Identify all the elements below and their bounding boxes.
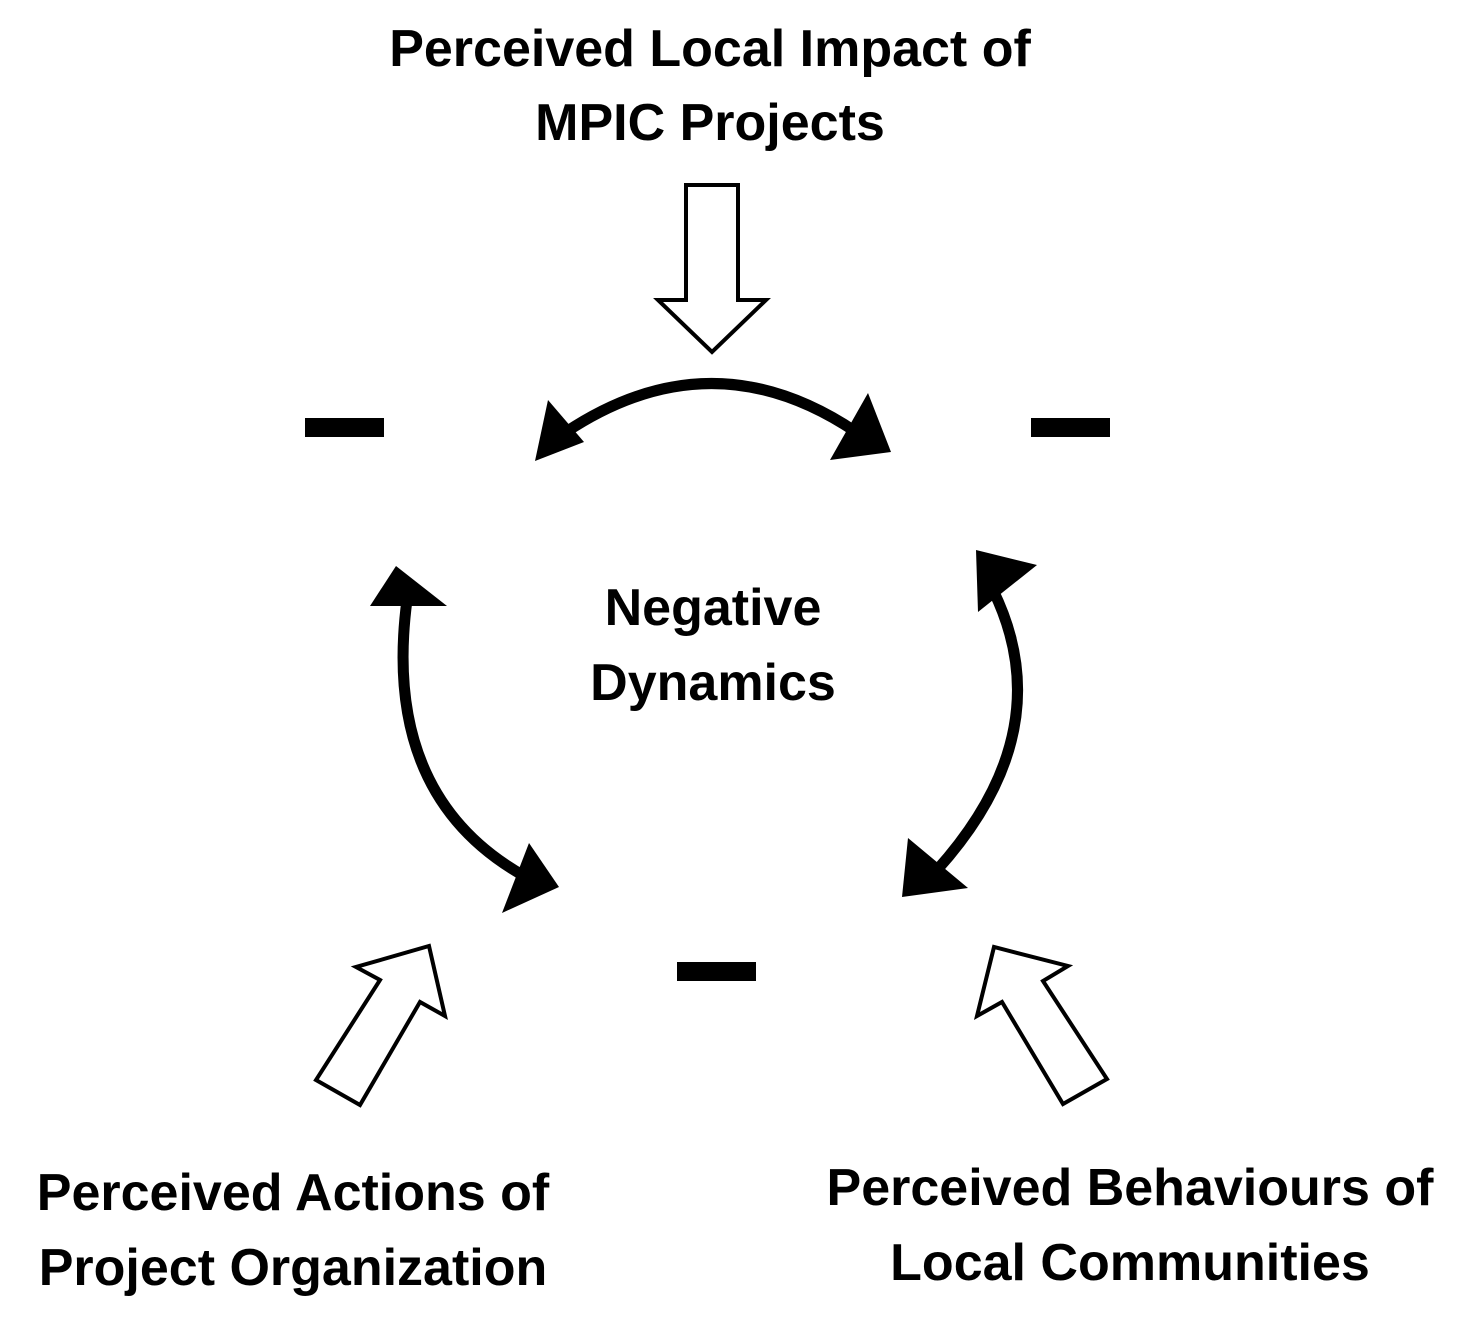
center-label: Negative Dynamics: [590, 579, 836, 712]
arrowhead-right-icon: [830, 393, 891, 460]
top-label: Perceived Local Impact of MPIC Projects: [389, 20, 1031, 152]
bottom-right-label: Perceived Behaviours of Local Communitie…: [827, 1159, 1435, 1292]
center-label-line1: Negative: [605, 579, 822, 637]
left-double-arrow: [370, 566, 559, 913]
hollow-arrow-up-left-icon: [973, 944, 1110, 1107]
minus-sign-bottom: [677, 962, 756, 981]
center-label-line2: Dynamics: [590, 654, 836, 712]
hollow-arrow-up-right-icon: [313, 943, 448, 1108]
arrowhead-up-right-icon: [976, 550, 1037, 612]
top-double-arrow: [535, 378, 891, 461]
top-label-line2: MPIC Projects: [535, 94, 885, 152]
arrowhead-up-left-icon: [370, 566, 447, 606]
minus-sign-top-right: [1031, 418, 1110, 437]
hollow-arrow-down-icon: [653, 183, 771, 355]
minus-sign-top-left: [305, 418, 384, 437]
bottom-left-label-line2: Project Organization: [39, 1239, 548, 1297]
arrowhead-left-icon: [535, 400, 584, 461]
bottom-right-label-line2: Local Communities: [890, 1234, 1370, 1292]
bottom-left-label-line1: Perceived Actions of: [37, 1164, 550, 1222]
bottom-left-label: Perceived Actions of Project Organizatio…: [37, 1164, 550, 1297]
top-label-line1: Perceived Local Impact of: [389, 20, 1031, 78]
arrowhead-down-left-icon: [502, 843, 559, 913]
right-double-arrow: [902, 550, 1037, 897]
bottom-right-label-line1: Perceived Behaviours of: [827, 1159, 1435, 1217]
arrowhead-down-left-icon-2: [902, 838, 968, 897]
